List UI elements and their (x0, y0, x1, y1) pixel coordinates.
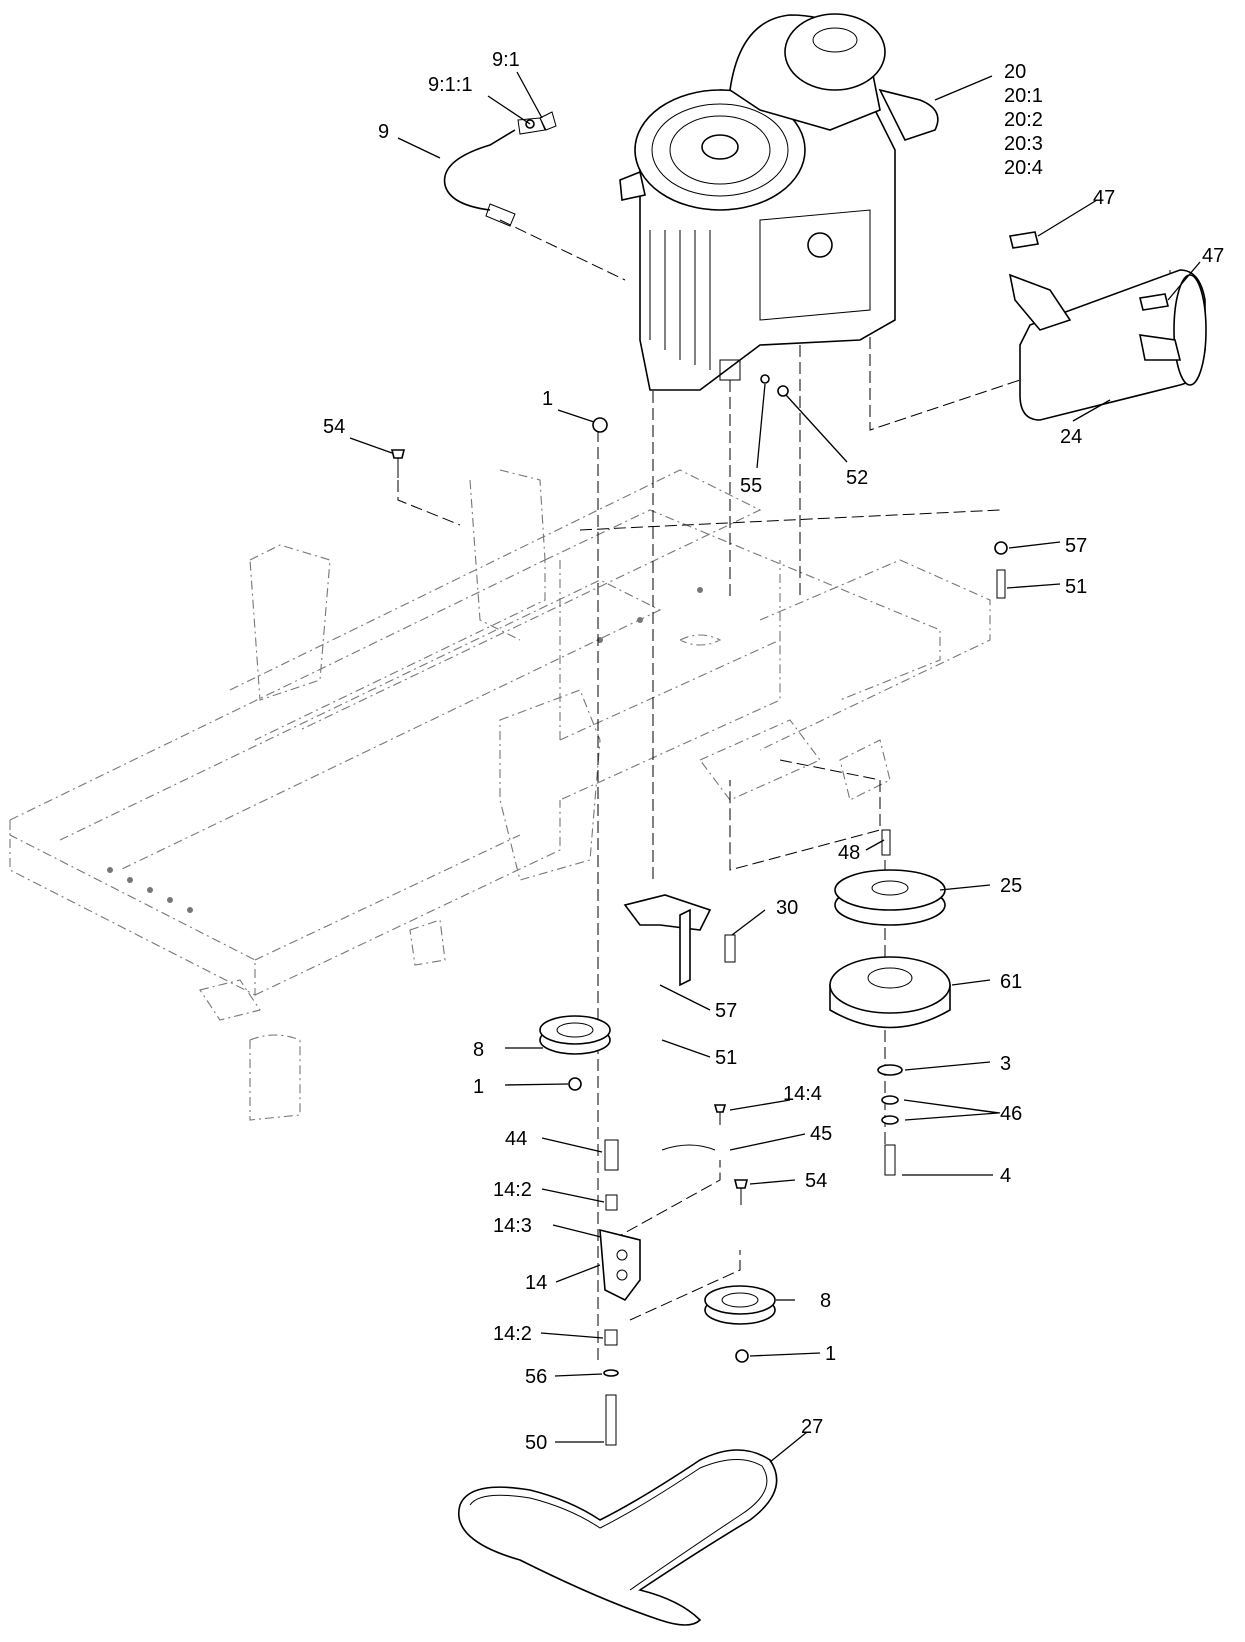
callout-54-top: 54 (323, 416, 345, 438)
callout-9-1-1: 9:1:1 (428, 74, 472, 96)
engine (619, 13, 939, 391)
callout-48: 48 (838, 842, 860, 864)
callout-27: 27 (801, 1416, 823, 1438)
callout-14-2-b: 14:2 (493, 1323, 532, 1345)
callout-9: 9 (378, 121, 389, 143)
assembly-lines (397, 219, 1171, 1360)
callout-8-upper: 8 (473, 1039, 484, 1061)
pulleys (539, 829, 951, 1363)
idler-bracket (623, 894, 736, 987)
leader-lines (349, 71, 1201, 1463)
callout-55: 55 (740, 475, 762, 497)
callout-labels: 9:1 9:1:1 9 20 20:1 20:2 20:3 20:4 47 47… (323, 49, 1224, 1454)
drive-belt (458, 1449, 778, 1626)
muffler (1008, 231, 1207, 421)
callout-54-lower: 54 (805, 1170, 827, 1192)
callout-56: 56 (525, 1366, 547, 1388)
callout-24: 24 (1060, 426, 1082, 448)
callout-61: 61 (1000, 971, 1022, 993)
callout-47-b: 47 (1202, 245, 1224, 267)
callout-1-mid: 1 (473, 1076, 484, 1098)
callout-14-4: 14:4 (783, 1083, 822, 1105)
callout-50: 50 (525, 1432, 547, 1454)
chassis-frame (9, 469, 991, 1121)
callout-14: 14 (525, 1272, 547, 1294)
callout-47-a: 47 (1093, 187, 1115, 209)
callout-30: 30 (776, 897, 798, 919)
callout-4: 4 (1000, 1165, 1011, 1187)
callout-1-lower: 1 (825, 1343, 836, 1365)
callout-45: 45 (810, 1123, 832, 1145)
callout-20: 20 (1004, 61, 1026, 83)
fuel-line (443, 111, 557, 227)
callout-8-lower: 8 (820, 1290, 831, 1312)
callout-14-3: 14:3 (493, 1215, 532, 1237)
callout-20-4: 20:4 (1004, 157, 1043, 179)
callout-9-1: 9:1 (492, 49, 520, 71)
callout-20-1: 20:1 (1004, 85, 1043, 107)
idler-arm-assembly (599, 1104, 749, 1446)
engine-hardware (390, 374, 1008, 599)
callout-57-right: 57 (1065, 535, 1087, 557)
callout-51-right: 51 (1065, 576, 1087, 598)
callout-3: 3 (1000, 1053, 1011, 1075)
callout-57-lower: 57 (715, 1000, 737, 1022)
callout-14-2-a: 14:2 (493, 1179, 532, 1201)
callout-51-lower: 51 (715, 1047, 737, 1069)
callout-20-2: 20:2 (1004, 109, 1043, 131)
callout-20-3: 20:3 (1004, 133, 1043, 155)
callout-46: 46 (1000, 1103, 1022, 1125)
callout-1-top: 1 (542, 388, 553, 410)
callout-52: 52 (846, 467, 868, 489)
callout-44: 44 (505, 1128, 527, 1150)
callout-25: 25 (1000, 875, 1022, 897)
